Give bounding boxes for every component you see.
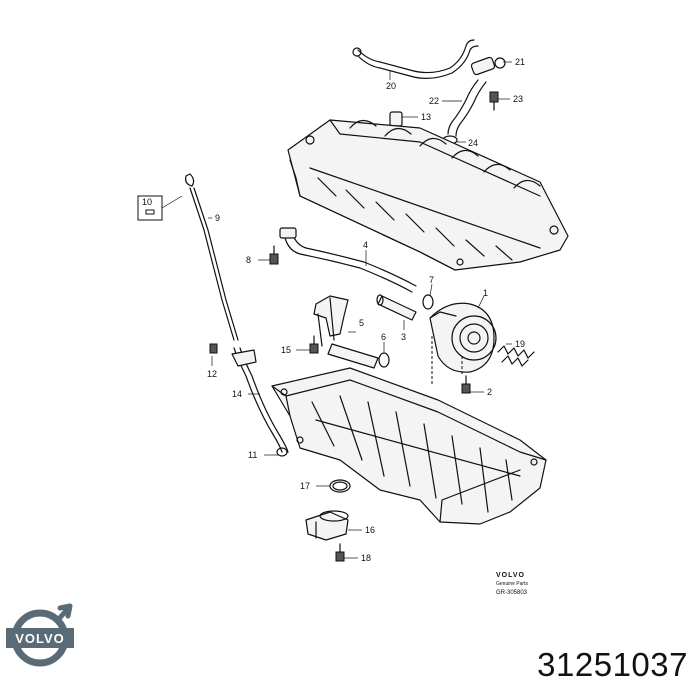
tube-3 — [376, 294, 417, 321]
callout-11: 11 — [248, 450, 257, 460]
clip-12 — [209, 343, 218, 354]
callout-9: 9 — [215, 213, 220, 223]
callout-6: 6 — [381, 332, 386, 342]
filter-housing-16 — [305, 510, 349, 541]
caption-brand: VOLVO — [496, 572, 525, 579]
callout-5: 5 — [359, 318, 364, 328]
caption-code: GR-305803 — [496, 590, 528, 596]
fitting-21 — [470, 56, 506, 76]
caption-subtitle: Genuine Parts — [496, 581, 528, 587]
callout-8: 8 — [246, 255, 251, 265]
callout-23: 23 — [513, 94, 523, 104]
o-ring-6 — [378, 352, 390, 368]
bolt-18 — [335, 543, 345, 562]
pipe-22 — [447, 79, 487, 137]
diagram-caption: VOLVO Genuine Parts GR-305803 — [496, 572, 528, 596]
dipstick-9 — [185, 173, 239, 341]
callout-22: 22 — [429, 96, 439, 106]
callout-1: 1 — [483, 288, 488, 298]
oil-pipe-4 — [279, 227, 417, 293]
callout-17: 17 — [300, 481, 310, 491]
part-number: 31251037 — [537, 646, 688, 683]
callout-7: 7 — [429, 275, 434, 285]
pickup-bracket-5 — [313, 295, 379, 369]
callout-21: 21 — [515, 57, 525, 67]
callout-19: 19 — [515, 339, 525, 349]
plug-13 — [389, 111, 403, 127]
spring-19 — [497, 345, 535, 367]
callout-20: 20 — [386, 81, 396, 91]
bolt-23 — [489, 91, 499, 111]
bolt-8 — [269, 245, 279, 265]
callout-24: 24 — [468, 138, 478, 148]
reference-box-10 — [137, 195, 163, 221]
callout-10: 10 — [142, 197, 152, 207]
callout-18: 18 — [361, 553, 371, 563]
oil-pan — [271, 367, 547, 525]
callout-2: 2 — [487, 387, 492, 397]
oil-pump-1 — [429, 302, 497, 373]
volvo-logo: VOLVO — [6, 603, 74, 667]
logo-wordmark: VOLVO — [15, 631, 65, 646]
callout-14: 14 — [232, 389, 242, 399]
callout-16: 16 — [365, 525, 375, 535]
dipstick-tube-14 — [231, 347, 289, 453]
o-ring-11 — [276, 447, 288, 457]
callout-13: 13 — [421, 112, 431, 122]
callout-15: 15 — [281, 345, 291, 355]
seal-17 — [329, 479, 351, 493]
breather-hose-20 — [352, 39, 479, 79]
o-ring-7 — [422, 294, 434, 310]
callout-4: 4 — [363, 240, 368, 250]
ladder-frame-block — [287, 119, 569, 271]
bolt-15 — [309, 335, 319, 354]
bolt-2 — [461, 375, 471, 394]
callout-12: 12 — [207, 369, 217, 379]
callout-3: 3 — [401, 332, 406, 342]
